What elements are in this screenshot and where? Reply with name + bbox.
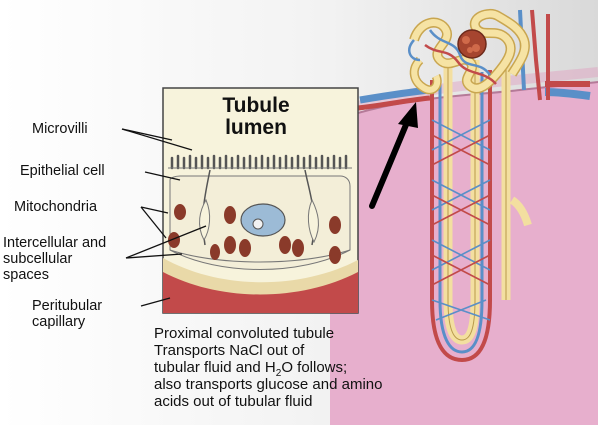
cell-inset: [162, 87, 359, 314]
inset-title-line1: Tubule: [222, 94, 290, 117]
label-intercellular-line2: subcellular: [3, 251, 73, 267]
caption-line1: Proximal convoluted tubule: [154, 325, 335, 342]
inset-title: Tubule lumen: [206, 95, 306, 139]
glomerulus: [457, 29, 487, 59]
label-microvilli: Microvilli: [32, 121, 88, 137]
label-peritubular-line2: capillary: [32, 314, 86, 330]
caption-line2: Transports NaCl out of: [154, 342, 305, 359]
convoluted-tubules: [408, 8, 530, 95]
label-mitochondria: Mitochondria: [14, 199, 98, 215]
label-intercellular-line3: spaces: [3, 267, 49, 283]
label-epithelial-cell: Epithelial cell: [20, 163, 105, 179]
caption-line3-sub: 2: [275, 368, 282, 379]
caption-line5: acids out of tubular fluid: [154, 393, 313, 410]
caption-line3: tubular fluid and H2O follows;: [154, 359, 382, 379]
caption-line3-post: O follows;: [281, 359, 348, 376]
caption-line3-pre: tubular fluid and H: [154, 359, 276, 376]
mitochondria-group: [168, 204, 341, 264]
label-intercellular-line1: Intercellular and: [3, 235, 107, 251]
nephron: [430, 9, 550, 363]
nucleus: [240, 203, 286, 237]
label-peritubular-line1: Peritubular: [32, 298, 103, 314]
leader-lines: [121, 128, 207, 307]
caption: Proximal convoluted tubule Transports Na…: [154, 325, 382, 410]
caption-line4: also transports glucose and amino: [154, 376, 383, 393]
pointer-arrow-icon: [369, 102, 418, 209]
inset-title-line2: lumen: [225, 116, 287, 139]
